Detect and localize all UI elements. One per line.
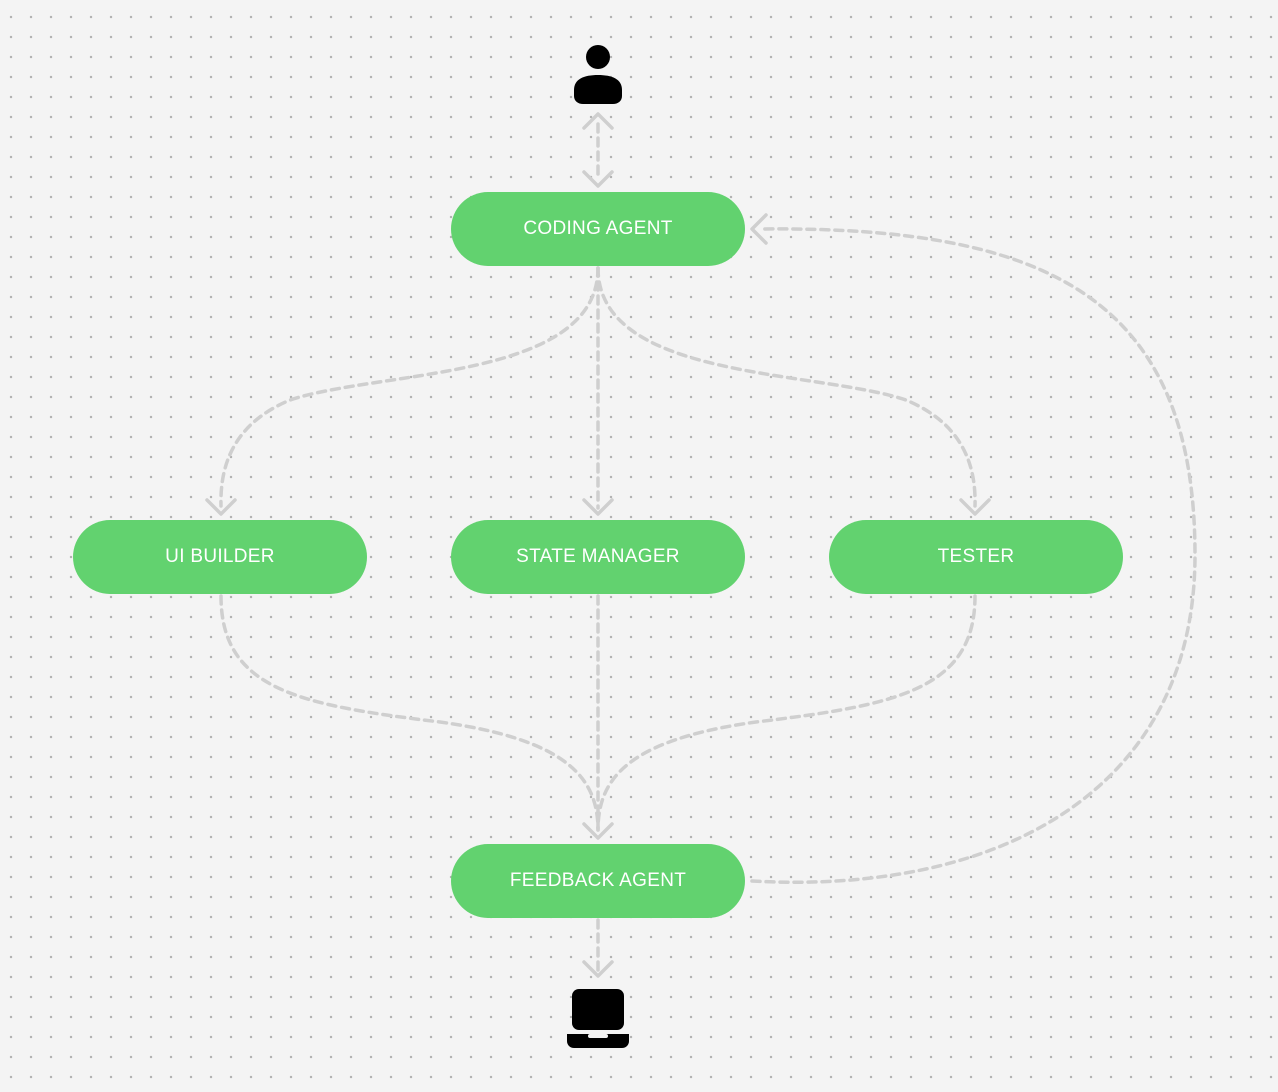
tester-node[interactable]: TESTER [829,520,1123,594]
ui-builder-node[interactable]: UI BUILDER [73,520,367,594]
coding-agent-node[interactable]: CODING AGENT [451,192,745,266]
state-manager-node[interactable]: STATE MANAGER [451,520,745,594]
state-manager-label: STATE MANAGER [516,546,680,567]
arrowhead-to-feedback-agent [582,822,614,840]
ui-builder-label: UI BUILDER [165,546,275,567]
arrowhead-up-to-user [582,112,614,130]
connector-tester-feedback-agent [596,594,977,832]
connector-coding-agent-tester [596,266,977,508]
arrowhead-down-to-coding-agent [582,170,614,188]
arrowhead-to-state-manager [582,498,614,516]
arrowhead-to-coding-agent-loop [750,213,768,245]
arrowhead-to-tester [959,498,991,516]
user-icon [574,45,622,104]
feedback-agent-node[interactable]: FEEDBACK AGENT [451,844,745,918]
connector-feedback-agent-coding-agent [750,227,1197,884]
laptop-icon [567,989,629,1048]
arrowhead-to-laptop [582,960,614,978]
arrowhead-to-ui-builder [205,498,237,516]
coding-agent-label: CODING AGENT [523,218,673,239]
connector-coding-agent-ui-builder [219,266,600,508]
connector-ui-builder-feedback-agent [219,594,600,832]
feedback-agent-label: FEEDBACK AGENT [509,870,687,891]
tester-label: TESTER [937,546,1015,567]
